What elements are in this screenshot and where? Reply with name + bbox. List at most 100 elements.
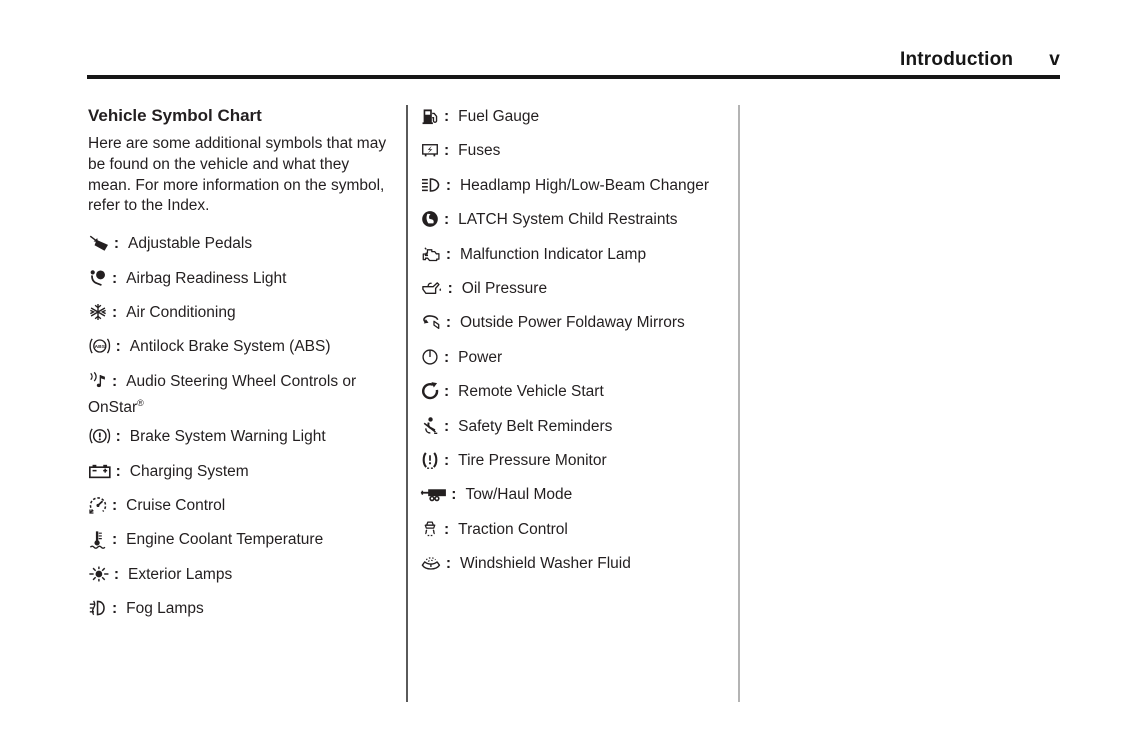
symbol-separator: : <box>112 531 118 549</box>
tow-haul-icon <box>420 484 447 510</box>
symbol-separator: : <box>112 303 118 321</box>
symbol-separator: : <box>112 600 118 618</box>
symbol-label: Cruise Control <box>126 496 226 514</box>
symbol-item: :Fuel Gauge <box>420 106 722 132</box>
symbol-item: : Power <box>420 347 722 373</box>
foldaway-mirrors-icon <box>420 312 442 338</box>
symbol-label: Charging System <box>129 462 249 480</box>
symbol-item: : Engine Coolant Temperature <box>88 529 394 555</box>
symbol-label: Tire Pressure Monitor <box>458 451 607 469</box>
column-divider-left <box>406 105 408 702</box>
cruise-control-icon <box>88 495 108 521</box>
symbol-label: Fuses <box>458 142 501 160</box>
symbol-label: Headlamp High/Low-Beam Changer <box>459 176 709 194</box>
symbol-item: : Charging System <box>88 461 394 487</box>
right-symbol-list: :Fuel Gauge:Fuses:Headlamp High/Low-Beam… <box>420 104 722 579</box>
fuel-gauge-icon <box>420 106 440 132</box>
symbol-label: Engine Coolant Temperature <box>126 531 324 549</box>
symbol-item: : Brake System Warning Light <box>88 426 394 452</box>
power-icon <box>420 347 440 373</box>
symbol-label: Air Conditioning <box>126 303 236 321</box>
symbol-label: Antilock Brake System (ABS) <box>129 338 331 356</box>
symbol-separator: : <box>115 462 121 480</box>
traction-control-icon <box>420 519 440 545</box>
symbol-item: : Safety Belt Reminders <box>420 416 722 442</box>
symbol-separator: : <box>444 348 450 366</box>
header-rule <box>87 75 1060 79</box>
chart-intro: Here are some additional symbols that ma… <box>88 135 387 215</box>
malfunction-indicator-icon <box>420 244 442 270</box>
safety-belt-icon <box>420 416 440 442</box>
symbol-separator: : <box>113 565 119 583</box>
symbol-label: Oil Pressure <box>461 279 548 297</box>
symbol-item: : Malfunction Indicator Lamp <box>420 244 722 270</box>
fog-lamps-icon <box>88 598 108 624</box>
adjustable-pedals-icon <box>88 233 110 259</box>
symbol-label: Tow/Haul Mode <box>465 486 573 504</box>
symbol-item: :Tire Pressure Monitor <box>420 450 722 476</box>
symbol-label: LATCH System Child Restraints <box>458 211 678 229</box>
middle-column: :Fuel Gauge:Fuses:Headlamp High/Low-Beam… <box>420 104 722 587</box>
audio-steering-wheel-icon <box>88 371 108 397</box>
exterior-lamps-icon <box>88 564 110 590</box>
symbol-item: : Adjustable Pedals <box>88 233 394 259</box>
page-number: v <box>1049 49 1060 70</box>
chart-heading: Vehicle Symbol Chart <box>88 106 262 125</box>
windshield-washer-icon <box>420 553 442 579</box>
symbol-separator: : <box>112 496 118 514</box>
oil-pressure-icon <box>420 278 444 304</box>
symbol-item: : Headlamp High/Low-Beam Changer <box>420 175 722 201</box>
symbol-separator: : <box>444 211 450 229</box>
charging-system-icon <box>88 461 112 487</box>
tire-pressure-icon <box>420 450 440 476</box>
engine-coolant-icon <box>88 529 108 555</box>
symbol-item: :Fuses <box>420 140 722 166</box>
brake-warning-icon <box>88 426 112 452</box>
symbol-item: : Oil Pressure <box>420 278 722 304</box>
symbol-item: : Cruise Control <box>88 495 394 521</box>
headlamp-beam-icon <box>420 175 442 201</box>
svg-text:ABS: ABS <box>95 344 106 350</box>
symbol-label: Power <box>458 348 503 366</box>
symbol-label: Safety Belt Reminders <box>458 417 613 435</box>
symbol-label: Fuel Gauge <box>458 108 540 125</box>
symbol-label: Exterior Lamps <box>127 565 233 583</box>
column-divider-right <box>738 105 740 702</box>
fuses-icon <box>420 140 440 166</box>
left-symbol-list: : Adjustable Pedals: Airbag Readiness Ligh… <box>88 233 394 624</box>
symbol-item: : Exterior Lamps <box>88 564 394 590</box>
symbol-item: : Remote Vehicle Start <box>420 381 722 407</box>
symbol-separator: : <box>447 279 453 297</box>
symbol-separator: : <box>444 383 450 401</box>
symbol-item: : Fog Lamps <box>88 598 394 624</box>
symbol-label: Malfunction Indicator Lamp <box>459 245 647 263</box>
symbol-item: : Air Conditioning <box>88 302 394 328</box>
symbol-item: : LATCH System Child Restraints <box>420 209 722 235</box>
symbol-label: Airbag Readiness Light <box>126 269 287 287</box>
symbol-separator: : <box>113 235 119 253</box>
symbol-separator: : <box>115 428 121 446</box>
symbol-separator: : <box>112 372 118 390</box>
symbol-item: : Airbag Readiness Light <box>88 268 394 294</box>
symbol-separator: : <box>445 245 451 263</box>
symbol-label: Traction Control <box>458 520 568 538</box>
symbol-separator: : <box>115 338 121 356</box>
symbol-item: :Outside Power Foldaway Mirrors <box>420 312 722 338</box>
symbol-label: Adjustable Pedals <box>127 235 253 253</box>
remote-start-icon <box>420 381 440 407</box>
symbol-label: Fog Lamps <box>126 600 204 618</box>
airbag-readiness-icon <box>88 268 108 294</box>
symbol-separator: : <box>444 520 450 538</box>
symbol-item: :Audio Steering Wheel Controls or OnStar… <box>88 371 394 418</box>
symbol-item: :Windshield Washer Fluid <box>420 553 722 579</box>
symbol-label: Outside Power Foldaway Mirrors <box>459 314 685 332</box>
symbol-label: Remote Vehicle Start <box>458 383 604 401</box>
symbol-separator: : <box>445 176 451 194</box>
symbol-separator: : <box>112 269 118 287</box>
symbol-label: Brake System Warning Light <box>129 428 326 446</box>
latch-system-icon <box>420 209 440 235</box>
symbol-separator: : <box>444 417 450 435</box>
symbol-separator: : <box>451 486 457 504</box>
symbol-item: : Tow/Haul Mode <box>420 484 722 510</box>
